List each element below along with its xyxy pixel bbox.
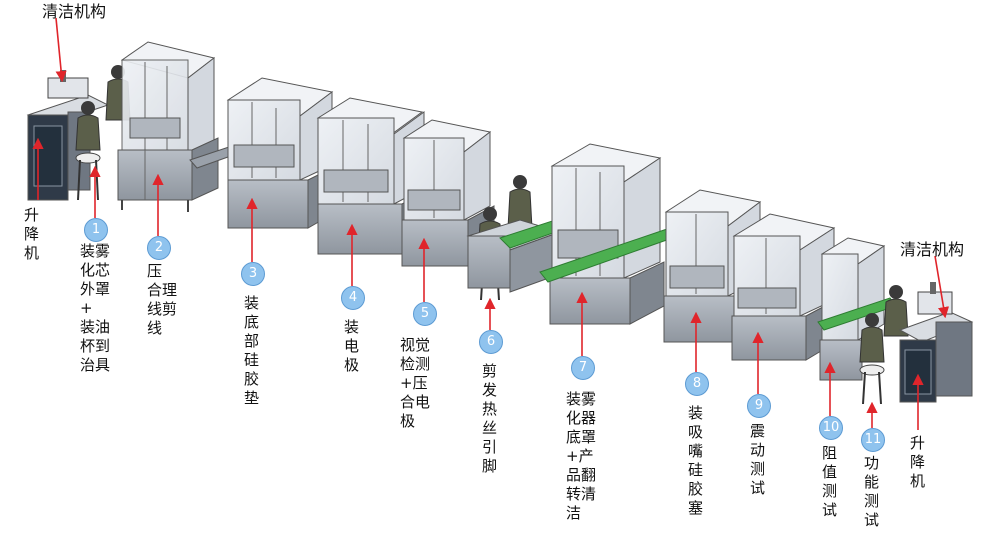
station-2-machine bbox=[117, 41, 219, 212]
station-10-machine bbox=[817, 237, 897, 381]
station-7-label: 装雾 化器 底罩 +产 品翻 转清 洁 bbox=[566, 390, 597, 522]
station-10-label: 阻 值 测 试 bbox=[822, 444, 838, 519]
callout-arrows bbox=[32, 17, 950, 430]
station-3-label: 装 底 部 硅 胶 垫 bbox=[244, 294, 260, 407]
cleaning-left-label: 清洁机构 bbox=[42, 2, 107, 21]
station-11-badge: 11 bbox=[861, 428, 885, 452]
station-10-badge: 10 bbox=[819, 416, 843, 440]
station-8-badge: 8 bbox=[685, 372, 709, 396]
station-9-badge: 9 bbox=[747, 394, 771, 418]
lift-left-label: 升 降 机 bbox=[24, 206, 40, 262]
station-1-badge: 1 bbox=[84, 218, 108, 242]
arrow-cleaning-left bbox=[55, 17, 67, 83]
station-7-machine bbox=[539, 143, 679, 325]
cleaning-right-label: 清洁机构 bbox=[900, 240, 965, 259]
station-11-label: 功 能 测 试 bbox=[864, 454, 880, 529]
arrow-cleaning-right bbox=[934, 255, 950, 319]
station-8-label: 装 吸 嘴 硅 胶 塞 bbox=[688, 404, 704, 517]
operator-figure-3 bbox=[507, 175, 533, 229]
lift-right-machine bbox=[898, 282, 974, 403]
station-2-label: 压 合理 线剪 线 bbox=[147, 262, 178, 337]
station-5-label: 视觉 检测 +压 合电 极 bbox=[400, 336, 431, 430]
station-9-machine bbox=[731, 213, 837, 361]
station-7-badge: 7 bbox=[571, 356, 595, 380]
station-5-badge: 5 bbox=[413, 302, 437, 326]
operator-figure-5 bbox=[883, 285, 909, 337]
station-4-badge: 4 bbox=[341, 286, 365, 310]
station-6-badge: 6 bbox=[479, 330, 503, 354]
station-6-label: 剪 发 热 丝 引 脚 bbox=[482, 362, 498, 475]
station-3-badge: 3 bbox=[241, 262, 265, 286]
lift-right-label: 升 降 机 bbox=[910, 434, 926, 490]
station-2-badge: 2 bbox=[147, 236, 171, 260]
station-4-label: 装 电 极 bbox=[344, 318, 360, 374]
station-1-label: 装雾 化芯 外罩 + 装油 杯到 治具 bbox=[80, 242, 111, 374]
station-9-label: 震 动 测 试 bbox=[750, 422, 766, 497]
operator-figure-1 bbox=[75, 101, 101, 201]
operator-figure-6 bbox=[859, 313, 885, 405]
